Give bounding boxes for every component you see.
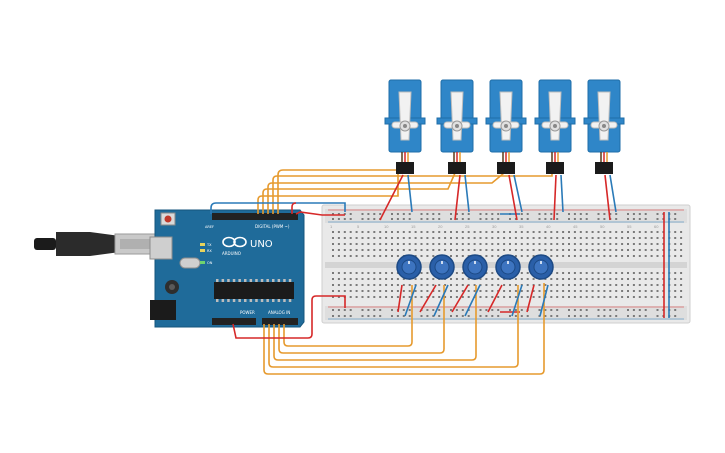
- potentiometer[interactable]: [396, 254, 422, 280]
- led-on-label: ON: [207, 261, 213, 265]
- row-number: 15: [411, 224, 416, 229]
- row-number: 1: [330, 224, 333, 229]
- servo-motor[interactable]: [436, 79, 478, 174]
- pot-power-wires: [397, 284, 549, 317]
- potentiometer[interactable]: [528, 254, 554, 280]
- pot-signal-wires[interactable]: [263, 283, 545, 375]
- row-number: 20: [438, 224, 443, 229]
- row-number: 40: [546, 224, 551, 229]
- analog-header: [262, 318, 298, 325]
- board-brand: UNO: [250, 239, 273, 250]
- servo-power-wires: [379, 174, 617, 221]
- breadboard[interactable]: 1 5 10 15 20 25 30 35 40 45 50 55 60: [321, 204, 691, 324]
- led-tx-label: TX: [206, 243, 212, 247]
- led-rx-label: RX: [207, 249, 212, 253]
- breadboard-holes: [332, 213, 683, 317]
- arduino-logo-icon: [222, 236, 247, 248]
- row-number: 35: [519, 224, 524, 229]
- servo-motor[interactable]: [534, 79, 576, 174]
- servo-motor[interactable]: [485, 79, 527, 174]
- potentiometer[interactable]: [429, 254, 455, 280]
- power-header: [212, 318, 256, 325]
- row-number: 30: [492, 224, 497, 229]
- power-label: POWER: [240, 310, 255, 315]
- power-wires[interactable]: [210, 202, 346, 339]
- breadboard-row-numbers: 1 5 10 15 20 25 30 35 40 45 50 55 60: [330, 224, 659, 229]
- row-number: 5: [357, 224, 360, 229]
- row-number: 60: [654, 224, 659, 229]
- power-jack: [150, 300, 176, 320]
- usb-port: [149, 236, 173, 260]
- digital-header: [212, 213, 298, 220]
- atmega-chip: [214, 282, 294, 299]
- aref-label: AREF: [205, 225, 214, 229]
- servo-motor[interactable]: [583, 79, 625, 174]
- board-logo-text: ARDUINO: [222, 251, 241, 256]
- servo-motor[interactable]: [384, 79, 426, 174]
- row-number: 55: [627, 224, 632, 229]
- usb-cable[interactable]: [34, 232, 156, 256]
- potentiometer[interactable]: [462, 254, 488, 280]
- servo-signal-wires[interactable]: [257, 169, 553, 214]
- potentiometer[interactable]: [495, 254, 521, 280]
- row-number: 25: [465, 224, 470, 229]
- arduino-uno-board[interactable]: UNO ARDUINO DIGITAL (PWM ~) POWER ANALOG…: [149, 209, 305, 328]
- analog-label: ANALOG IN: [268, 310, 290, 315]
- row-number: 10: [384, 224, 389, 229]
- row-number: 50: [600, 224, 605, 229]
- digital-label: DIGITAL (PWM ~): [255, 224, 290, 229]
- row-number: 45: [573, 224, 578, 229]
